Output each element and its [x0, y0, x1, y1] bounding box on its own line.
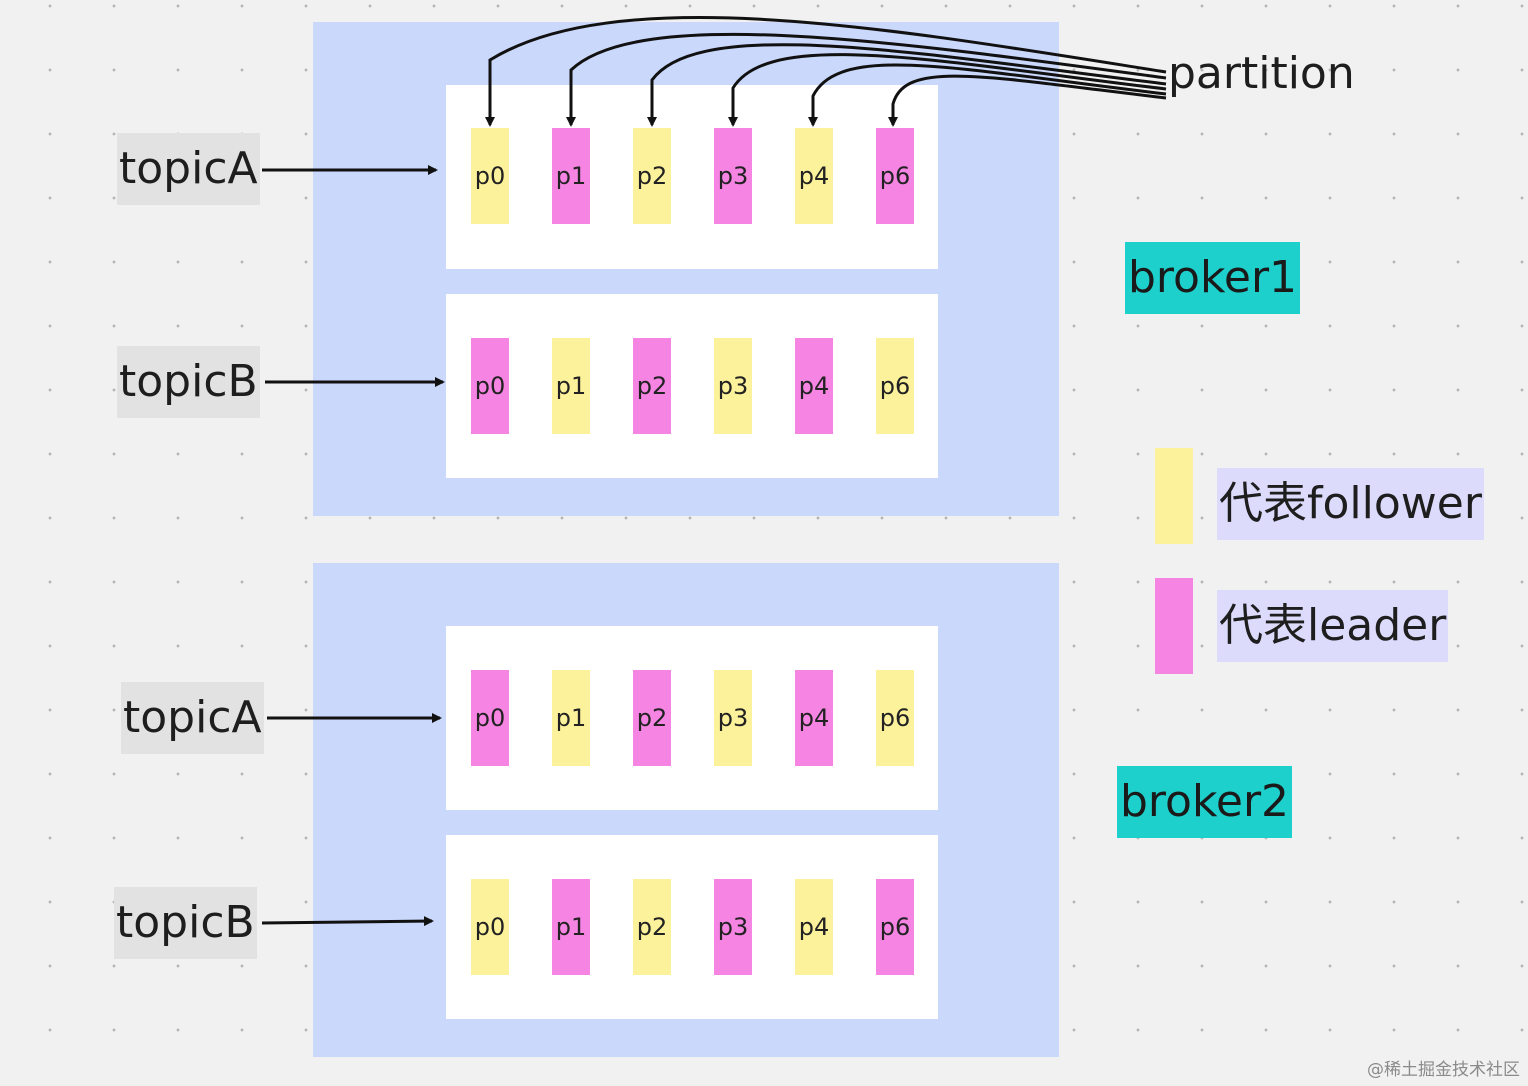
broker1-label: broker1 — [1125, 242, 1301, 314]
partition-p2-follower: p2 — [633, 879, 671, 975]
broker1-container: p0 p1 p2 p3 p4 p6 p0 p1 p2 p3 p4 p6 — [313, 22, 1059, 516]
partition-p1-follower: p1 — [552, 670, 590, 766]
topic-label-broker1-topicA: topicA — [117, 133, 260, 205]
partition-p3-follower: p3 — [714, 338, 752, 434]
partition-curve-p1 — [566, 32, 1167, 127]
topic-label-broker1-topicB: topicB — [117, 346, 260, 418]
partition-curve-p4 — [808, 63, 1167, 127]
broker2-container: p0 p1 p2 p3 p4 p6 p0 p1 p2 p3 p4 p6 — [313, 563, 1059, 1057]
partition-p0-leader: p0 — [471, 670, 509, 766]
legend-leader-text: 代表leader — [1217, 590, 1449, 662]
partition-p6-leader: p6 — [876, 128, 914, 224]
broker1-topicA-row: p0 p1 p2 p3 p4 p6 — [446, 85, 938, 269]
partition-p6-follower: p6 — [876, 338, 914, 434]
partition-p0-follower: p0 — [471, 879, 509, 975]
partition-curve-p2 — [647, 43, 1167, 127]
partition-curve-p6 — [888, 74, 1167, 127]
partition-p3-follower: p3 — [714, 670, 752, 766]
topic-label-broker2-topicA: topicA — [121, 682, 264, 754]
partition-p0-leader: p0 — [471, 338, 509, 434]
partition-p3-leader: p3 — [714, 879, 752, 975]
legend-follower-text: 代表follower — [1217, 468, 1484, 540]
partition-p4-leader: p4 — [795, 670, 833, 766]
partition-p1-leader: p1 — [552, 128, 590, 224]
partition-p1-leader: p1 — [552, 879, 590, 975]
broker2-label: broker2 — [1117, 766, 1293, 838]
partition-p6-follower: p6 — [876, 670, 914, 766]
broker2-topicB-row: p0 p1 p2 p3 p4 p6 — [446, 835, 938, 1019]
partition-p3-leader: p3 — [714, 128, 752, 224]
partition-curve-p3 — [728, 53, 1167, 127]
partition-p2-follower: p2 — [633, 128, 671, 224]
broker1-topicB-row: p0 p1 p2 p3 p4 p6 — [446, 294, 938, 478]
partition-p4-follower: p4 — [795, 128, 833, 224]
partition-p0-follower: p0 — [471, 128, 509, 224]
arrow-topicB-broker2 — [261, 916, 434, 927]
broker2-topicA-row: p0 p1 p2 p3 p4 p6 — [446, 626, 938, 810]
partition-p1-follower: p1 — [552, 338, 590, 434]
watermark: @稀土掘金技术社区 — [1367, 1060, 1520, 1080]
legend-follower-swatch — [1155, 448, 1193, 544]
partition-curve-p0 — [485, 16, 1167, 127]
partition-p2-leader: p2 — [633, 670, 671, 766]
partition-p4-leader: p4 — [795, 338, 833, 434]
partition-p4-follower: p4 — [795, 879, 833, 975]
partition-p6-leader: p6 — [876, 879, 914, 975]
topic-label-broker2-topicB: topicB — [114, 887, 257, 959]
partition-p2-leader: p2 — [633, 338, 671, 434]
legend-leader-swatch — [1155, 578, 1193, 674]
partition-label: partition — [1168, 48, 1355, 99]
